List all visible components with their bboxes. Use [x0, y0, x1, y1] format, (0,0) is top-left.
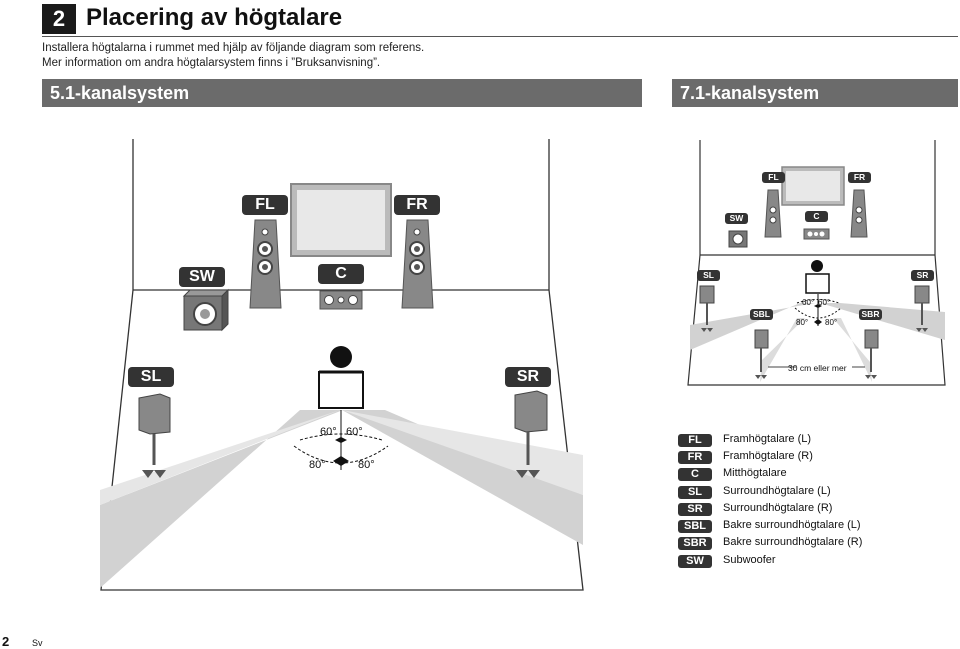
- badge-sw: SW: [179, 267, 225, 287]
- legend-code: SBR: [678, 537, 712, 550]
- badge-sl: SL: [128, 367, 174, 387]
- badge-fl: FL: [242, 195, 288, 215]
- badge-fl-7-1: FL: [762, 172, 785, 183]
- speaker-sl-icon: [138, 393, 171, 435]
- badge-c: C: [318, 264, 364, 284]
- angle-outer-left: 80°: [309, 459, 326, 471]
- speaker-sbr-icon: [864, 329, 879, 349]
- legend-text: Framhögtalare (R): [723, 450, 813, 462]
- angle-inner-left-7-1: 60°: [802, 298, 815, 307]
- listener-icon-7-1: [811, 260, 823, 272]
- room-5-1: [100, 139, 584, 591]
- speaker-sr-icon: [514, 390, 548, 433]
- legend-code: FL: [678, 434, 712, 447]
- badge-sr-7-1: SR: [911, 270, 934, 281]
- title-divider: [42, 36, 958, 37]
- speaker-sl-icon-7-1: [699, 285, 715, 304]
- legend-code: C: [678, 468, 712, 481]
- angle-outer-right-7-1: 80°: [825, 318, 838, 327]
- legend-text: Surroundhögtalare (R): [723, 502, 833, 514]
- badge-sr: SR: [505, 367, 551, 387]
- angle-inner-right-7-1: 60°: [818, 298, 831, 307]
- legend-text: Bakre surroundhögtalare (L): [723, 519, 861, 531]
- legend-code: SR: [678, 503, 712, 516]
- legend-text: Subwoofer: [723, 554, 776, 566]
- page-language: Sv: [32, 638, 43, 648]
- badge-sbl-7-1: SBL: [750, 309, 773, 320]
- angle-outer-right: 80°: [358, 459, 375, 471]
- legend-text: Mitthögtalare: [723, 467, 787, 479]
- legend-code: SL: [678, 486, 712, 499]
- heading-5-1: 5.1-kanalsystem: [42, 79, 642, 107]
- speaker-sbl-icon: [754, 329, 769, 349]
- badge-sl-7-1: SL: [697, 270, 720, 281]
- angle-inner-left: 60°: [320, 426, 337, 438]
- section-number: 2: [42, 4, 76, 34]
- angle-inner-right: 60°: [346, 426, 363, 438]
- badge-fr: FR: [394, 195, 440, 215]
- legend-text: Bakre surroundhögtalare (R): [723, 536, 863, 548]
- badge-c-7-1: C: [805, 211, 828, 222]
- angle-outer-left-7-1: 80°: [796, 318, 809, 327]
- distance-note: 30 cm eller mer: [788, 363, 847, 373]
- badge-sbr-7-1: SBR: [859, 309, 882, 320]
- intro-line-1: Installera högtalarna i rummet med hjälp…: [42, 42, 425, 54]
- speaker-sr-icon-7-1: [914, 285, 930, 304]
- badge-sw-7-1: SW: [725, 213, 748, 224]
- badge-fr-7-1: FR: [848, 172, 871, 183]
- heading-7-1: 7.1-kanalsystem: [672, 79, 958, 107]
- legend-text: Framhögtalare (L): [723, 433, 812, 445]
- listener-icon: [330, 346, 352, 368]
- section-title: Placering av högtalare: [86, 4, 343, 31]
- intro-line-2: Mer information om andra högtalarsystem …: [42, 57, 381, 69]
- room-7-1: [687, 140, 946, 386]
- legend-text: Surroundhögtalare (L): [723, 485, 831, 497]
- legend-code: SBL: [678, 520, 712, 533]
- page-number: 2: [2, 634, 10, 649]
- legend-code: SW: [678, 555, 712, 568]
- legend-code: FR: [678, 451, 712, 464]
